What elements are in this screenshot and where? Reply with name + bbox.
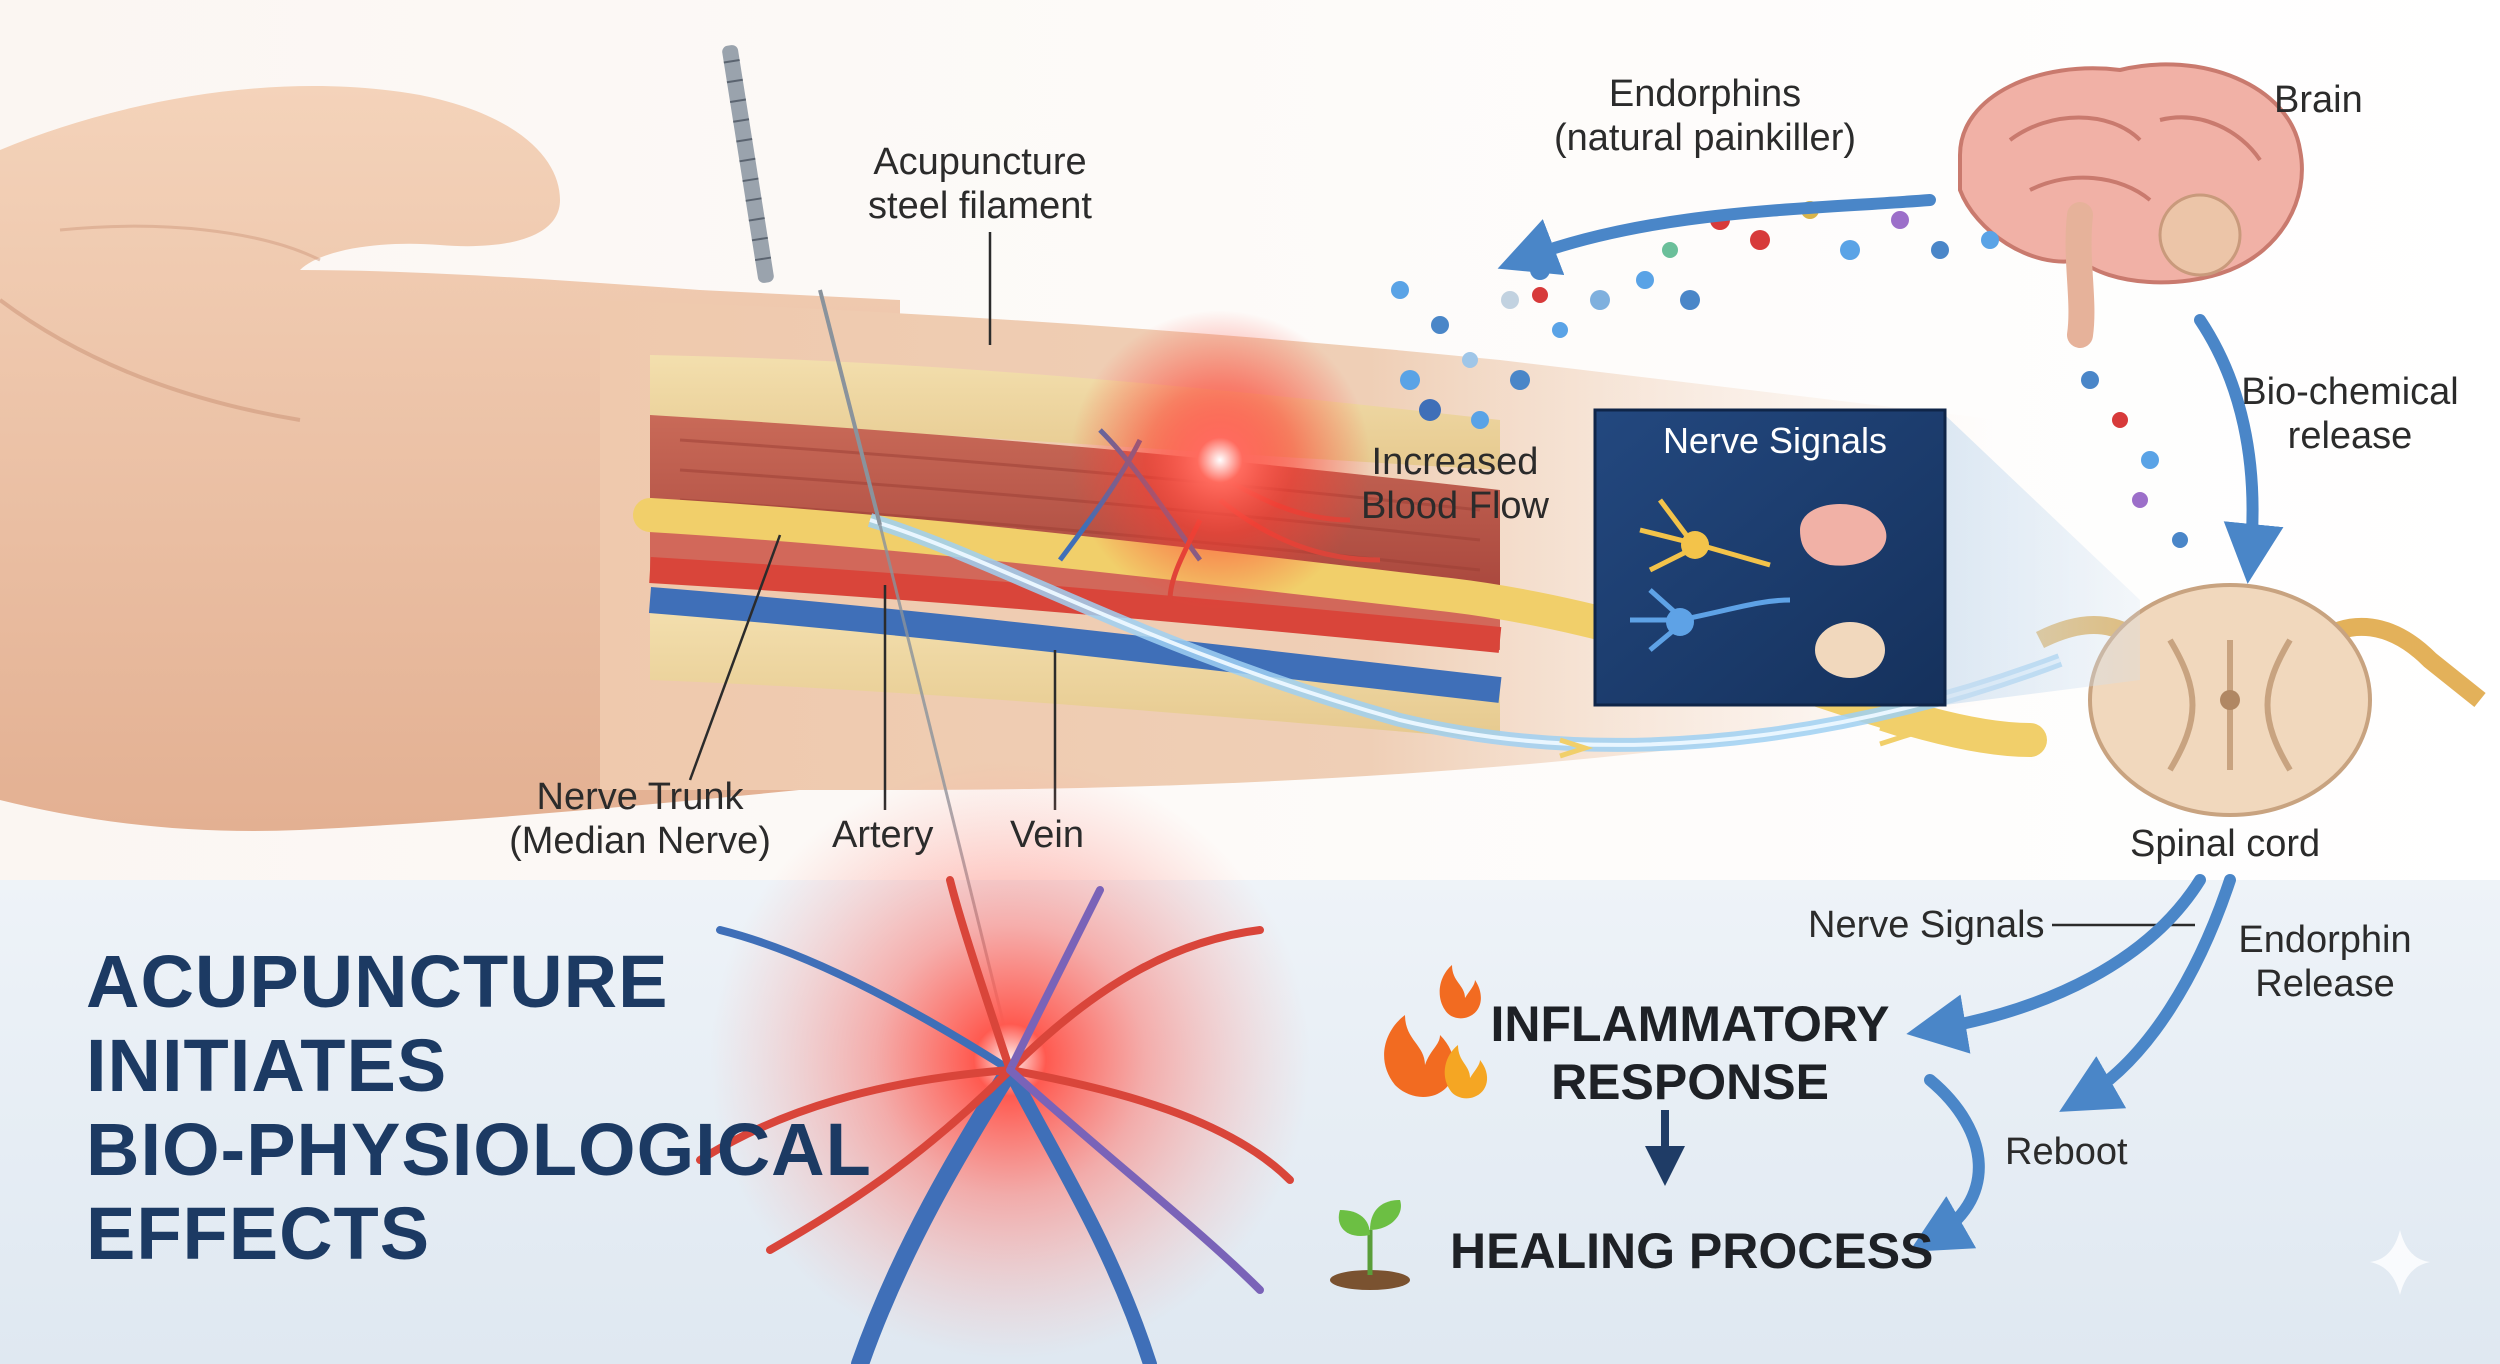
brain-icon	[1958, 62, 2304, 348]
sprout-icon	[1330, 1200, 1410, 1290]
sparkle-icon	[2370, 1230, 2430, 1295]
blood-flow-glow	[1070, 310, 1370, 610]
label-spinal-cord: Spinal cord	[2130, 823, 2321, 865]
headline: ACUPUNCTURE INITIATES BIO-PHYSIOLOGICAL …	[86, 940, 872, 1275]
label-reboot: Reboot	[2005, 1131, 2128, 1173]
healing-process: HEALING PROCESS	[1450, 1223, 1934, 1279]
flame-icon	[1384, 965, 1488, 1099]
arrows	[1497, 194, 2284, 1252]
label-artery: Artery	[832, 814, 934, 856]
label-nerve-trunk: Nerve Trunk(Median Nerve)	[509, 776, 771, 862]
label-endorphins: Endorphins(natural painkiller)	[1553, 73, 1856, 159]
artery	[649, 557, 1502, 653]
vessel-burst	[696, 876, 1294, 1364]
nerve-trunk	[633, 498, 2047, 757]
label-brain: Brain	[2274, 79, 2363, 121]
vein	[648, 587, 1502, 703]
inset-title: Nerve Signals	[1662, 420, 1888, 461]
nerve-signals-inset	[1593, 408, 1947, 707]
label-vein: Vein	[1010, 814, 1084, 856]
label-nerve-signals: Nerve Signals	[1808, 904, 2045, 946]
